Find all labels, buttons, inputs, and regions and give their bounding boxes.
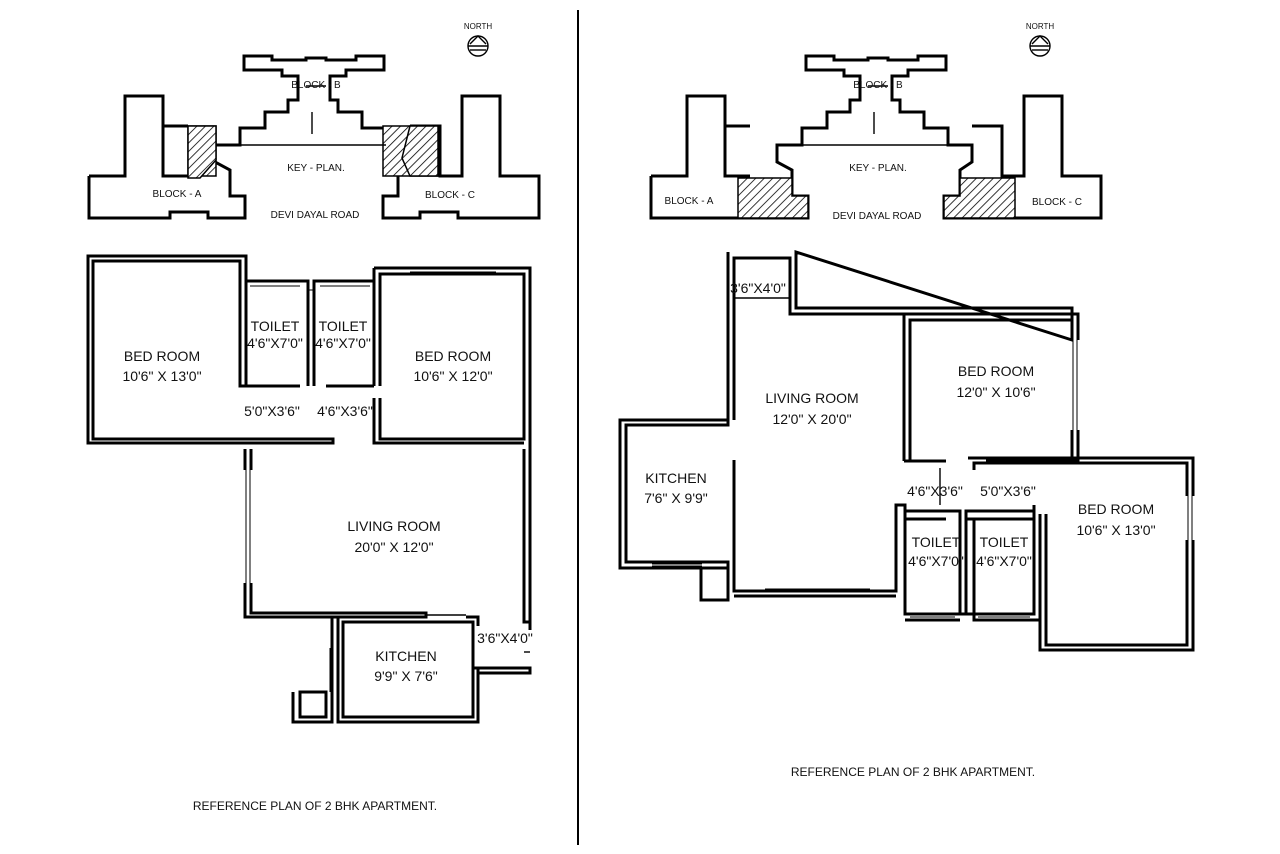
right-bedroom1-size: 12'0" X 10'6" <box>956 384 1035 400</box>
right-toilet1-size: 4'6"X7'0" <box>908 553 964 569</box>
right-key-block-c: BLOCK - C <box>1032 197 1082 208</box>
left-key-title: KEY - PLAN. <box>287 163 345 174</box>
right-key-road: DEVI DAYAL ROAD <box>833 211 922 222</box>
right-living-size: 12'0" X 20'0" <box>772 411 851 427</box>
left-living-name: LIVING ROOM <box>347 518 440 534</box>
left-passage2-size: 4'6"X3'6" <box>317 403 373 419</box>
right-passage2-size: 5'0"X3'6" <box>980 483 1036 499</box>
right-living-name: LIVING ROOM <box>765 390 858 406</box>
right-toilet2-name: TOILET <box>980 534 1029 550</box>
left-toilet2-name: TOILET <box>319 318 368 334</box>
right-key-block-a: BLOCK - A <box>665 196 714 207</box>
left-bedroom2-size: 10'6" X 12'0" <box>413 368 492 384</box>
left-key-plan: NORTH BLOCK - B KEY - PLAN. BLOCK - A BL… <box>87 22 541 221</box>
right-floor-plan: 3'6"X4'0" LIVING ROOM 12'0" X 20'0" BED … <box>618 249 1195 652</box>
right-kitchen-name: KITCHEN <box>645 470 706 486</box>
left-bedroom1-size: 10'6" X 13'0" <box>122 368 201 384</box>
left-toilet1-size: 4'6"X7'0" <box>247 335 303 351</box>
left-key-road: DEVI DAYAL ROAD <box>271 210 360 221</box>
left-north-arrow-icon <box>467 35 489 57</box>
left-living-size: 20'0" X 12'0" <box>354 539 433 555</box>
left-bedroom1-name: BED ROOM <box>124 348 200 364</box>
right-kitchen-size: 7'6" X 9'9" <box>644 490 708 506</box>
left-floor-plan: BED ROOM 10'6" X 13'0" TOILET 4'6"X7'0" … <box>86 254 533 724</box>
left-kitchen-name: KITCHEN <box>375 648 436 664</box>
right-toilet2-size: 4'6"X7'0" <box>976 553 1032 569</box>
left-toilet2-size: 4'6"X7'0" <box>315 335 371 351</box>
right-north-arrow-icon <box>1029 35 1051 57</box>
right-key-block-b: BLOCK - B <box>853 80 903 91</box>
right-bedroom1-name: BED ROOM <box>958 363 1034 379</box>
right-passage1-size: 4'6"X3'6" <box>907 483 963 499</box>
left-passage1-size: 5'0"X3'6" <box>244 403 300 419</box>
left-caption: REFERENCE PLAN OF 2 BHK APARTMENT. <box>193 799 437 813</box>
left-kitchen-size: 9'9" X 7'6" <box>374 668 438 684</box>
left-key-block-a: BLOCK - A <box>153 189 202 200</box>
right-utility-size: 3'6"X4'0" <box>730 280 786 296</box>
right-caption: REFERENCE PLAN OF 2 BHK APARTMENT. <box>791 765 1035 779</box>
right-toilet1-name: TOILET <box>912 534 961 550</box>
left-bedroom2-name: BED ROOM <box>415 348 491 364</box>
left-key-block-c: BLOCK - C <box>425 190 475 201</box>
right-bedroom2-name: BED ROOM <box>1078 501 1154 517</box>
left-utility-size: 3'6"X4'0" <box>477 630 533 646</box>
right-key-plan: NORTH BLOCK - B KEY - PLAN. BLOCK - A BL… <box>649 22 1103 222</box>
left-north-label: NORTH <box>464 22 493 31</box>
right-key-title: KEY - PLAN. <box>849 163 907 174</box>
left-toilet1-name: TOILET <box>251 318 300 334</box>
left-key-block-b: BLOCK - B <box>291 80 341 91</box>
right-bedroom2-size: 10'6" X 13'0" <box>1076 522 1155 538</box>
right-north-label: NORTH <box>1026 22 1055 31</box>
